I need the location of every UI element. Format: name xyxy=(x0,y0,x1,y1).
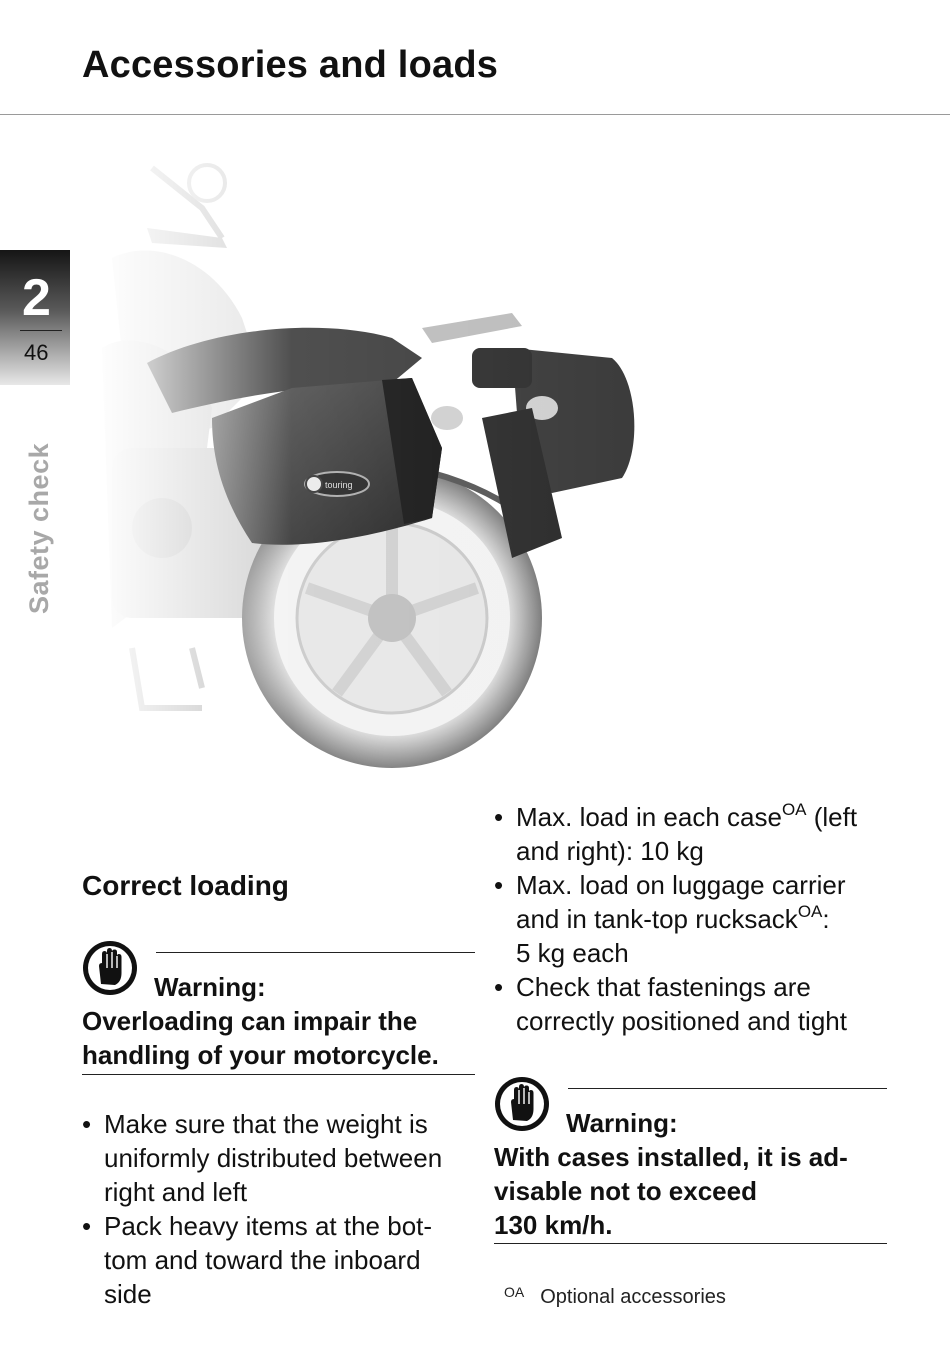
list-item-line: and in tank-top rucksack xyxy=(516,904,798,934)
motorcycle-luggage-illustration: touring xyxy=(92,148,662,778)
warning-overloading: Warning: Overloading can impair the hand… xyxy=(82,940,475,1076)
warning-bottom-rule xyxy=(494,1243,887,1244)
list-item-line: : xyxy=(822,904,830,934)
warning-text: Overloading can impair the handling of y… xyxy=(82,1004,475,1072)
page-number: 46 xyxy=(24,340,49,365)
list-item-line: Pack heavy items at the bot- xyxy=(104,1211,433,1241)
list-item-line: tom and toward the inboard xyxy=(104,1245,421,1275)
list-item-line: right and left xyxy=(104,1177,248,1207)
load-limits-list: Max. load in each caseOA (left and right… xyxy=(494,800,914,1038)
warning-text-line: Overloading can impair the xyxy=(82,1006,418,1036)
list-item: Max. load in each caseOA (left and right… xyxy=(494,800,914,868)
warning-hand-icon xyxy=(83,941,137,995)
warning-text-line: 130 km/h. xyxy=(494,1210,613,1240)
footnote: OA Optional accessories xyxy=(504,1284,726,1309)
list-item-line: 5 kg each xyxy=(516,938,629,968)
list-item-line: side xyxy=(104,1279,152,1309)
chapter-side-label: Safety check xyxy=(24,442,54,614)
loading-tips-list: Make sure that the weight is uniformly d… xyxy=(82,1107,482,1311)
warning-top-rule xyxy=(568,1088,887,1089)
list-item-line: Check that fastenings are xyxy=(516,972,811,1002)
warning-text-line: visable not to exceed xyxy=(494,1176,757,1206)
list-item: Pack heavy items at the bot- tom and tow… xyxy=(82,1209,482,1311)
warning-text-line: handling of your motorcycle. xyxy=(82,1040,439,1070)
list-item-line: correctly positioned and tight xyxy=(516,1006,847,1036)
footnote-text: Optional accessories xyxy=(540,1286,726,1308)
warning-text-line: With cases installed, it is ad- xyxy=(494,1142,848,1172)
list-item-line: uniformly distributed between xyxy=(104,1143,443,1173)
list-item: Max. load on luggage carrier and in tank… xyxy=(494,868,914,970)
chapter-tab xyxy=(0,250,70,385)
footnote-mark: OA xyxy=(504,1284,525,1300)
warning-text: With cases installed, it is ad- visable … xyxy=(494,1140,887,1242)
chapter-divider xyxy=(20,330,62,331)
list-item-line: Max. load on luggage carrier xyxy=(516,870,846,900)
warning-hand-icon xyxy=(495,1077,549,1131)
section-heading: Correct loading xyxy=(82,870,289,901)
list-item: Check that fastenings are correctly posi… xyxy=(494,970,914,1038)
list-item-line: Make sure that the weight is xyxy=(104,1109,428,1139)
optional-accessory-mark: OA xyxy=(781,800,807,819)
warning-label: Warning: xyxy=(566,1108,678,1138)
warning-top-rule xyxy=(156,952,475,953)
chapter-number: 2 xyxy=(22,269,51,327)
title-divider xyxy=(0,114,950,115)
warning-label: Warning: xyxy=(154,972,266,1002)
list-item-line: and right): 10 kg xyxy=(516,836,704,866)
warning-bottom-rule xyxy=(82,1074,475,1075)
page-title: Accessories and loads xyxy=(82,44,499,86)
warning-speed-limit: Warning: With cases installed, it is ad-… xyxy=(494,1076,887,1246)
list-item-line: (left xyxy=(806,802,858,832)
list-item: Make sure that the weight is uniformly d… xyxy=(82,1107,482,1209)
list-item-line: Max. load in each case xyxy=(516,802,782,832)
optional-accessory-mark: OA xyxy=(797,902,823,921)
